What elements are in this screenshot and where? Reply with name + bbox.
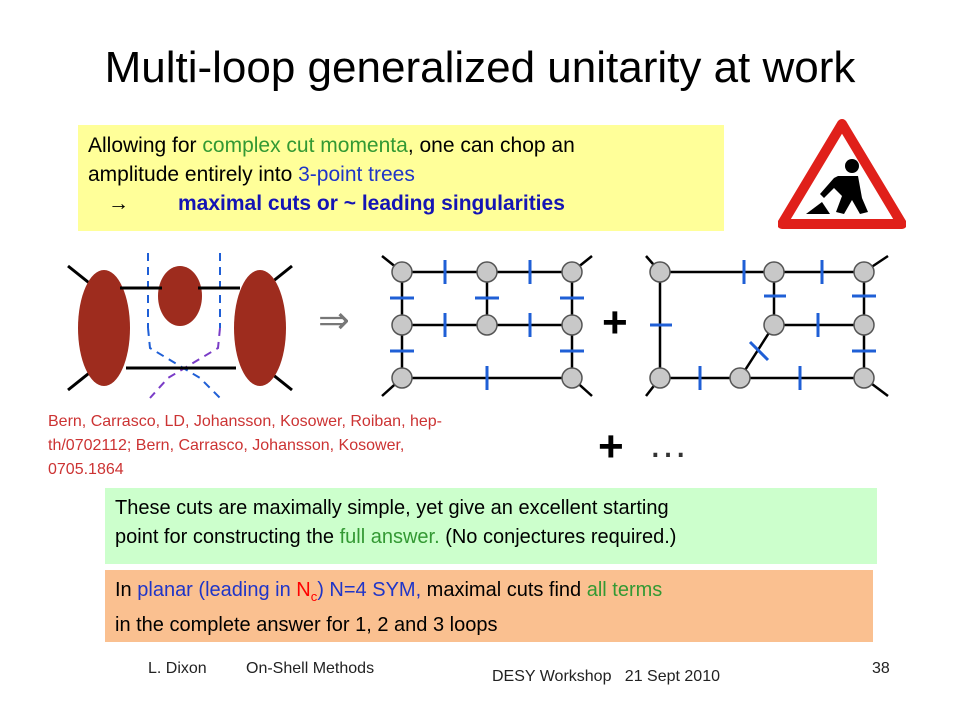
- intro-text-3: amplitude entirely into: [88, 163, 299, 186]
- planar-leading-text: planar (leading in: [137, 579, 297, 601]
- footer-event: DESY Workshop 21 Sept 2010: [492, 668, 720, 685]
- implies-symbol: ⇒: [318, 300, 350, 342]
- simple-cuts-text-2: point for constructing the: [115, 526, 340, 548]
- maximal-cuts-find-text: maximal cuts find: [421, 579, 587, 601]
- sym-text: ) N=4 SYM,: [317, 579, 422, 601]
- footer-topic: On-Shell Methods: [246, 660, 375, 677]
- complex-momenta-text: complex cut momenta: [202, 134, 408, 157]
- intro-text: Allowing for: [88, 134, 203, 157]
- loops-text: in the complete answer for 1, 2 and 3 lo…: [115, 614, 498, 636]
- citation-text: Bern, Carrasco, LD, Johansson, Kosower, …: [48, 413, 442, 478]
- roadwork-warning-icon: [778, 119, 906, 229]
- slide-number: 38: [872, 660, 890, 677]
- maximal-cuts-text: maximal cuts or ~ leading singularities: [178, 192, 565, 215]
- intro-text-2: , one can chop an: [407, 134, 575, 157]
- plus-sign: +: [602, 298, 628, 347]
- slide-title: Multi-loop generalized unitarity at work: [104, 43, 856, 92]
- footer-author: L. Dixon: [148, 660, 207, 677]
- simple-cuts-text: These cuts are maximally simple, yet giv…: [115, 497, 669, 519]
- blob-diagram: [67, 253, 293, 399]
- plus-sign-2: +: [598, 422, 624, 471]
- planar-box: In planar (leading in Nc) N=4 SYM, maxim…: [105, 570, 873, 642]
- ellipsis: …: [648, 422, 688, 466]
- simple-cuts-box: These cuts are maximally simple, yet giv…: [105, 488, 877, 564]
- three-point-trees-text: 3-point trees: [298, 163, 415, 186]
- planar-text: In: [115, 579, 138, 601]
- all-terms-text: all terms: [586, 579, 663, 601]
- ladder-diagram-2: [645, 254, 889, 397]
- intro-box: Allowing for complex cut momenta, one ca…: [78, 125, 724, 231]
- ladder-diagram-1: [381, 255, 593, 397]
- nc-text: Nc: [296, 579, 318, 604]
- full-answer-text: full answer.: [339, 526, 440, 548]
- no-conjectures-text: (No conjectures required.): [439, 526, 677, 548]
- right-arrow-icon: →: [108, 192, 129, 215]
